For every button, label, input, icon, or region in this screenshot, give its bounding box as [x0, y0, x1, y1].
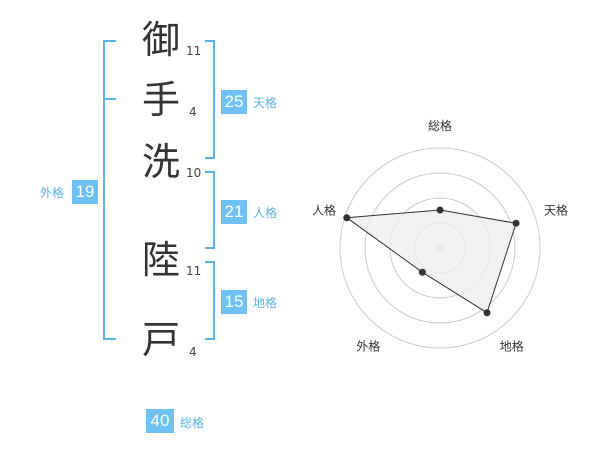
stroke-count-1: 11 [186, 44, 202, 58]
stroke-count-3: 10 [186, 166, 202, 180]
radar-ring-4 [339, 147, 541, 349]
stroke-count-4: 11 [186, 264, 202, 278]
radar-point-5 [343, 214, 351, 222]
name-char-1: 御 [142, 18, 181, 62]
jinkaku-badge: 21 [221, 200, 247, 224]
jinkaku-label: 人格 [253, 206, 278, 220]
stroke-count-2: 4 [189, 105, 197, 119]
radar-point-3 [483, 309, 491, 317]
name-char-4: 陸 [142, 238, 181, 282]
gaikaku-bracket [103, 40, 116, 340]
chikaku-badge: 15 [221, 290, 247, 314]
radar-axis-label-1: 総格 [428, 118, 452, 133]
chikaku-bracket [205, 261, 215, 340]
soukaku-badge: 40 [146, 409, 174, 433]
radar-point-2 [512, 219, 520, 227]
gaikaku-badge: 19 [72, 180, 98, 204]
chikaku-label: 地格 [253, 296, 278, 310]
name-char-5: 戸 [142, 318, 181, 362]
radar-axis-label-4: 外格 [356, 339, 380, 354]
gaikaku-label: 外格 [40, 186, 65, 200]
radar-axis-label-5: 人格 [312, 202, 336, 217]
tenkaku-bracket [205, 40, 215, 159]
stroke-count-5: 4 [189, 345, 197, 359]
radar-point-4 [418, 268, 426, 276]
soukaku-label: 総格 [180, 416, 205, 430]
jinkaku-bracket [205, 171, 215, 249]
radar-axis-label-3: 地格 [500, 339, 524, 354]
radar-point-1 [436, 206, 444, 214]
tenkaku-label: 天格 [253, 96, 278, 110]
radar-ring-3 [364, 172, 516, 324]
tenkaku-badge: 25 [221, 90, 247, 114]
name-char-3: 洗 [142, 140, 181, 184]
radar-area [345, 209, 517, 314]
radar-axis-label-2: 天格 [544, 202, 568, 217]
name-char-2: 手 [142, 78, 181, 122]
radar-points [343, 206, 520, 317]
